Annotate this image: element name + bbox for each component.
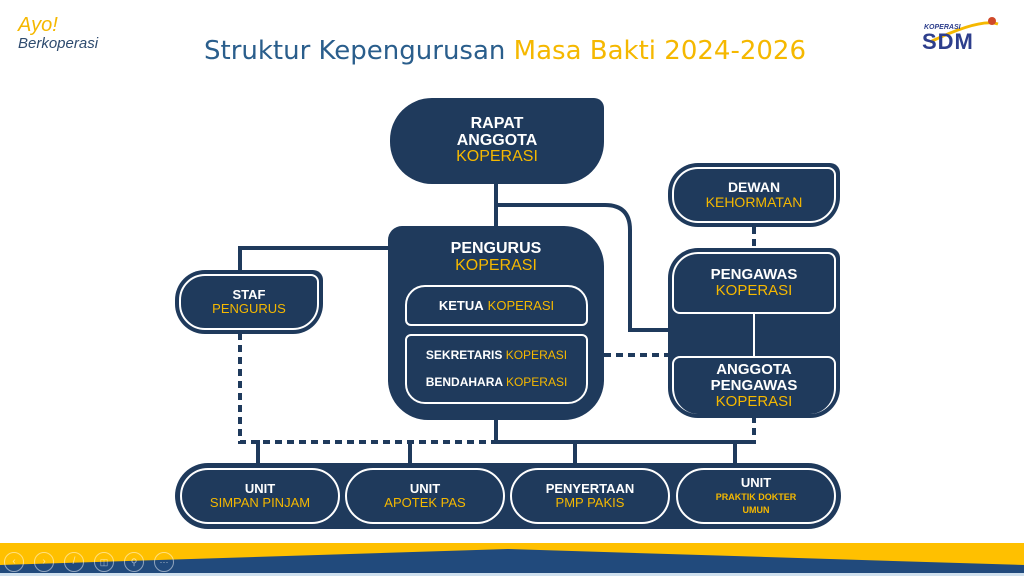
unit-simpan-pinjam: UNIT SIMPAN PINJAM (180, 468, 340, 524)
pengawas-l1: PENGAWAS (710, 266, 798, 284)
unit-l3: UMUN (742, 505, 770, 516)
node-ketua: KETUA KOPERASI (405, 285, 588, 326)
rapat-l3: KOPERASI (456, 148, 538, 166)
pen-icon[interactable]: / (64, 552, 84, 572)
unit-l2: SIMPAN PINJAM (209, 495, 311, 510)
pengawas-l2: KOPERASI (715, 282, 793, 299)
unit-l2: PMP PAKIS (555, 495, 625, 510)
dewan-l2: KEHORMATAN (705, 194, 803, 210)
pengurus-l2: KOPERASI (455, 257, 537, 274)
node-anggota-pengawas: ANGGOTA PENGAWAS KOPERASI (672, 356, 836, 414)
node-dewan-kehormatan: DEWAN KEHORMATAN (668, 163, 840, 227)
prev-slide-icon[interactable]: ‹ (4, 552, 24, 572)
tagline-top: Ayo! (18, 14, 58, 36)
rapat-l1: RAPAT (470, 114, 524, 132)
tagline-bottom: Berkoperasi (18, 35, 99, 52)
node-staf-pengurus: STAF PENGURUS (175, 270, 323, 334)
ketua-l1: KETUA (438, 297, 484, 313)
logo-swoosh-icon (929, 17, 999, 44)
node-rapat-anggota: RAPAT ANGGOTA KOPERASI (390, 98, 604, 184)
pengawas-inner: PENGAWAS KOPERASI (672, 252, 836, 314)
bendahara-l1: BENDAHARA (425, 375, 503, 389)
dewan-inner: DEWAN KEHORMATAN (672, 167, 836, 223)
rapat-l2: ANGGOTA (456, 131, 538, 149)
logo-big-text: SDM (922, 29, 974, 54)
next-slide-icon[interactable]: › (34, 552, 54, 572)
line-rapat-pengawas (496, 203, 670, 332)
unit-l1: UNIT (740, 475, 772, 491)
sekretaris-l1: SEKRETARIS (425, 348, 503, 363)
line-unit-drops (256, 440, 737, 466)
more-options-icon[interactable]: ⋯ (154, 552, 174, 572)
pengurus-title: PENGURUS KOPERASI (388, 240, 604, 276)
node-sekretaris-bendahara: SEKRETARIS KOPERASI BENDAHARA KOPERASI (405, 334, 588, 404)
page-title: Struktur Kepengurusan Masa Bakti 2024-20… (0, 36, 1010, 66)
pengurus-l1: PENGURUS (450, 240, 542, 258)
footer-band (0, 543, 1024, 576)
unit-praktik-dokter: UNIT PRAKTIK DOKTER UMUN (676, 468, 836, 524)
node-pengurus-koperasi: PENGURUS KOPERASI KETUA KOPERASI SEKRETA… (388, 226, 604, 420)
ketua-l2: KOPERASI (487, 297, 555, 313)
sekretaris: SEKRETARIS KOPERASI (426, 349, 567, 362)
ap-l1: ANGGOTA (716, 361, 792, 379)
dewan-l1: DEWAN (727, 179, 781, 196)
sdm-logo: KOPERASI SDM (920, 16, 1010, 56)
brand-tagline: Ayo! Berkoperasi (18, 14, 98, 53)
unit-penyertaan: PENYERTAAN PMP PAKIS (510, 468, 670, 524)
unit-l2: PRAKTIK DOKTER (715, 491, 797, 502)
node-pengawas: PENGAWAS KOPERASI ANGGOTA PENGAWAS KOPER… (668, 248, 840, 418)
dashed-staf-units (238, 333, 496, 444)
pengawas-divider (753, 314, 755, 356)
slides-icon[interactable]: ◫ (94, 552, 114, 572)
title-part2: Masa Bakti 2024-2026 (513, 36, 806, 66)
bendahara-l2: KOPERASI (505, 375, 568, 389)
units-bar: UNIT SIMPAN PINJAM UNIT APOTEK PAS PENYE… (175, 463, 841, 529)
staf-l2: PENGURUS (212, 301, 286, 316)
zoom-icon[interactable]: ⚲ (124, 552, 144, 572)
unit-l1: PENYERTAAN (545, 481, 635, 497)
title-part1: Struktur Kepengurusan (204, 36, 506, 66)
unit-l1: UNIT (409, 481, 441, 497)
unit-l2: APOTEK PAS (384, 495, 466, 510)
unit-apotek-pas: UNIT APOTEK PAS (345, 468, 505, 524)
line-pengurus-units (494, 418, 756, 444)
ap-l3: KOPERASI (715, 392, 793, 410)
staf-inner: STAF PENGURUS (179, 274, 319, 330)
slideshow-controls: ‹ › / ◫ ⚲ ⋯ (4, 552, 174, 572)
sekretaris-l2: KOPERASI (505, 348, 568, 363)
line-staf-pengurus (238, 246, 390, 272)
staf-l1: STAF (232, 287, 266, 303)
logo-small-text: KOPERASI (924, 24, 961, 31)
ap-l2: PENGAWAS (710, 377, 798, 395)
unit-l1: UNIT (244, 481, 276, 497)
bendahara: BENDAHARA KOPERASI (426, 376, 568, 389)
